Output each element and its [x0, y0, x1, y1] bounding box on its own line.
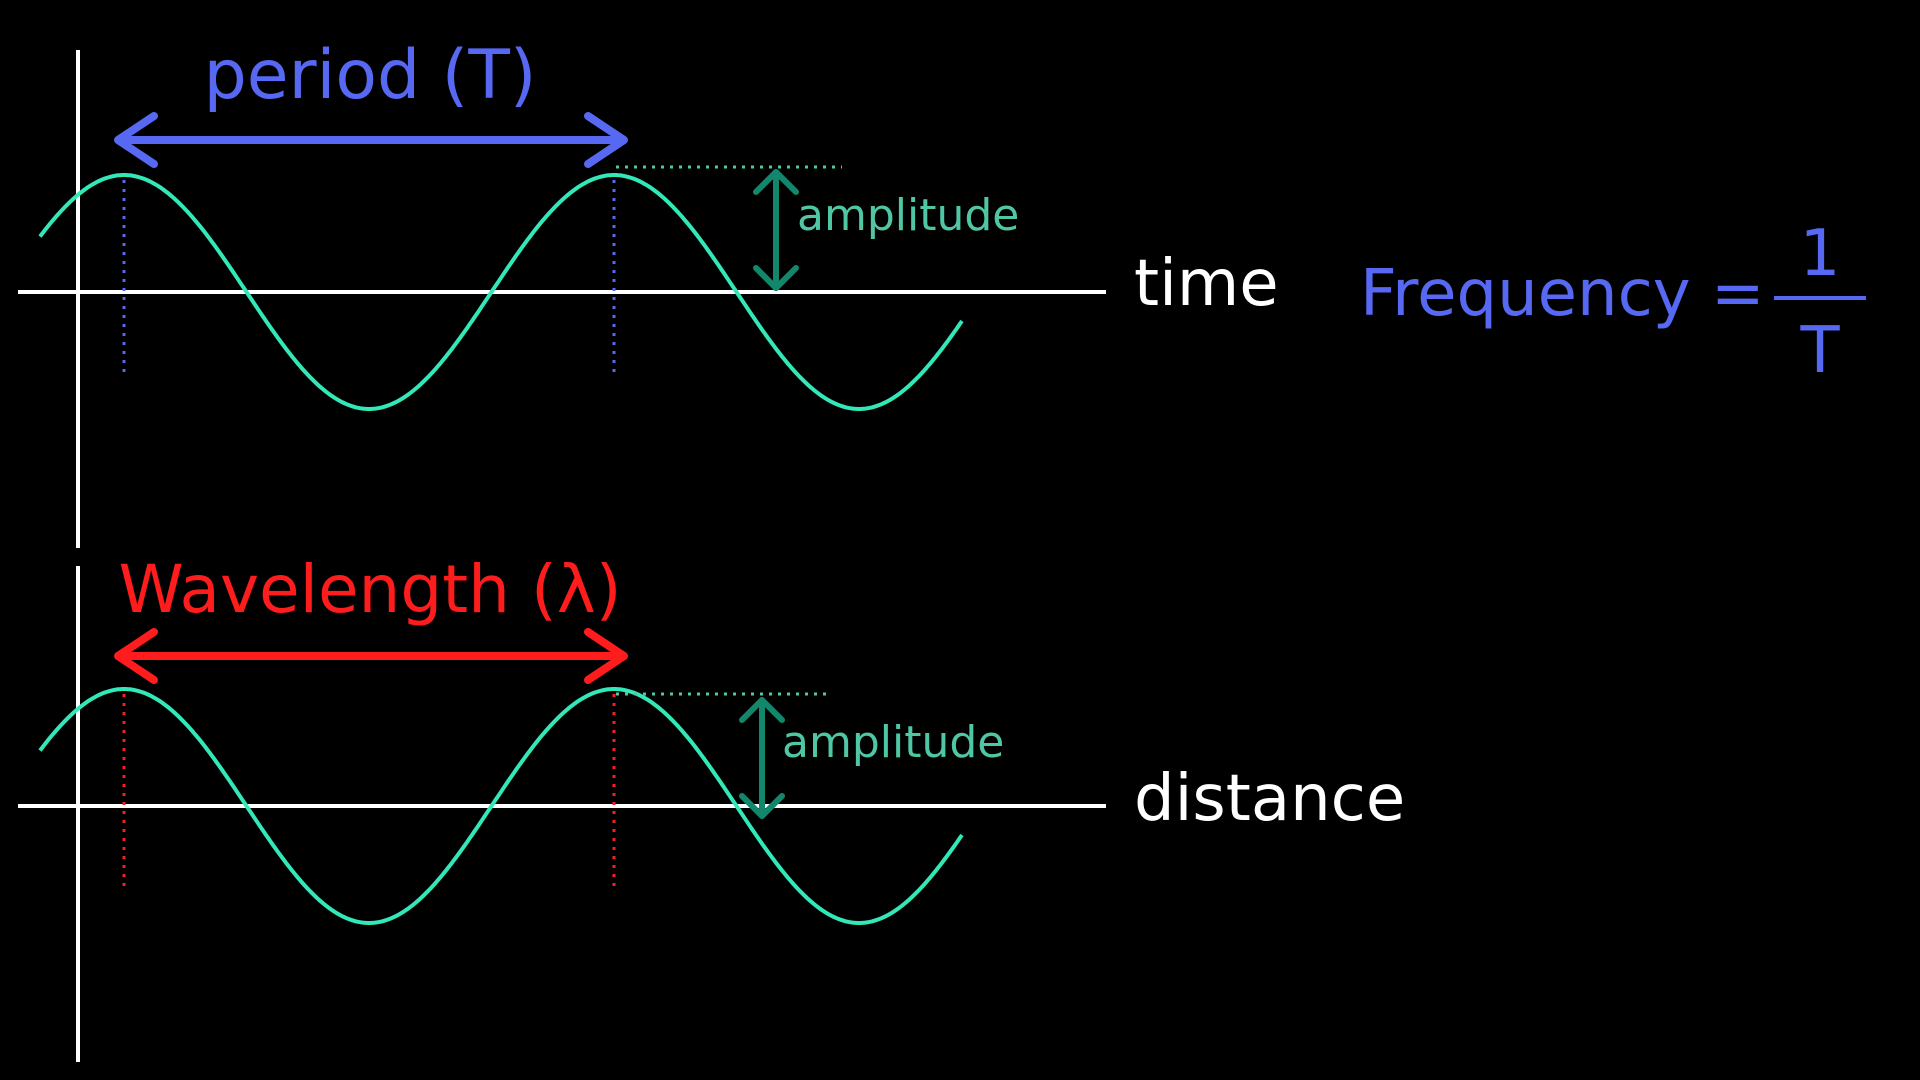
amplitude-arrow-bottom: [739, 697, 785, 819]
formula-numerator: 1: [1800, 217, 1841, 291]
wavelength-arrow: [114, 628, 628, 684]
period-arrow: [114, 112, 628, 168]
amplitude-label-bottom: amplitude: [782, 717, 1004, 768]
distance-panel: Wavelength (λ) amplitude distance: [18, 551, 1405, 1062]
amplitude-label-top: amplitude: [797, 190, 1019, 241]
bottom-sine-wave: [38, 687, 964, 925]
top-sine-wave: [38, 173, 964, 411]
time-axis-label: time: [1134, 247, 1279, 321]
wavelength-label: Wavelength (λ): [118, 551, 621, 628]
period-label: period (T): [204, 36, 537, 115]
time-panel: period (T) amplitude time: [18, 36, 1279, 548]
frequency-label: Frequency =: [1360, 257, 1765, 331]
amplitude-arrow-top: [753, 169, 799, 291]
distance-axis-label: distance: [1134, 762, 1405, 836]
frequency-formula: Frequency = 1 T: [1360, 217, 1866, 388]
formula-denominator: T: [1799, 314, 1840, 388]
